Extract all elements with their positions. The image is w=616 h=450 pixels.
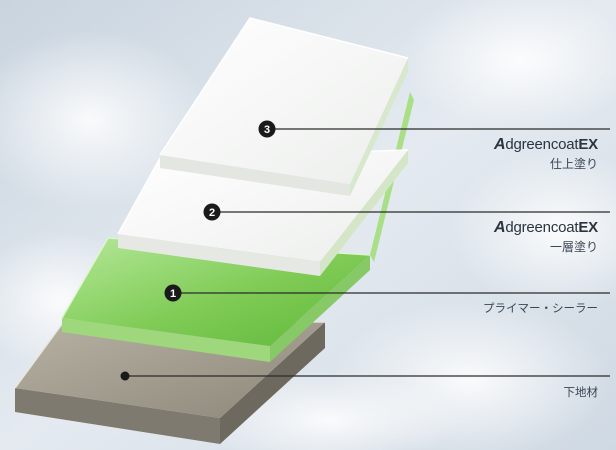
label-top-coat-description: 仕上塗り [494, 155, 598, 172]
substrate-dot [121, 372, 130, 381]
label-middle-coat-description: 一層塗り [494, 238, 598, 255]
badge-1-number: 1 [170, 288, 176, 300]
brand-text: dgreencoat [505, 136, 578, 153]
badge-1: 1 [165, 285, 182, 302]
badge-2: 2 [204, 204, 221, 221]
badge-2-number: 2 [209, 207, 215, 219]
brand-text: dgreencoat [505, 219, 578, 236]
brand-mark: A [494, 219, 505, 236]
label-primer: プライマー・シーラー [483, 300, 598, 316]
brand-name: AdgreencoatEX [494, 136, 598, 154]
label-middle-coat: AdgreencoatEX 一層塗り [494, 219, 598, 255]
brand-name: AdgreencoatEX [494, 219, 598, 237]
brand-suffix: EX [578, 219, 598, 236]
badge-3: 3 [259, 121, 276, 138]
label-top-coat: AdgreencoatEX 仕上塗り [494, 136, 598, 172]
label-substrate: 下地材 [564, 384, 599, 400]
badge-3-number: 3 [264, 124, 270, 136]
brand-mark: A [494, 136, 505, 153]
brand-suffix: EX [578, 136, 598, 153]
